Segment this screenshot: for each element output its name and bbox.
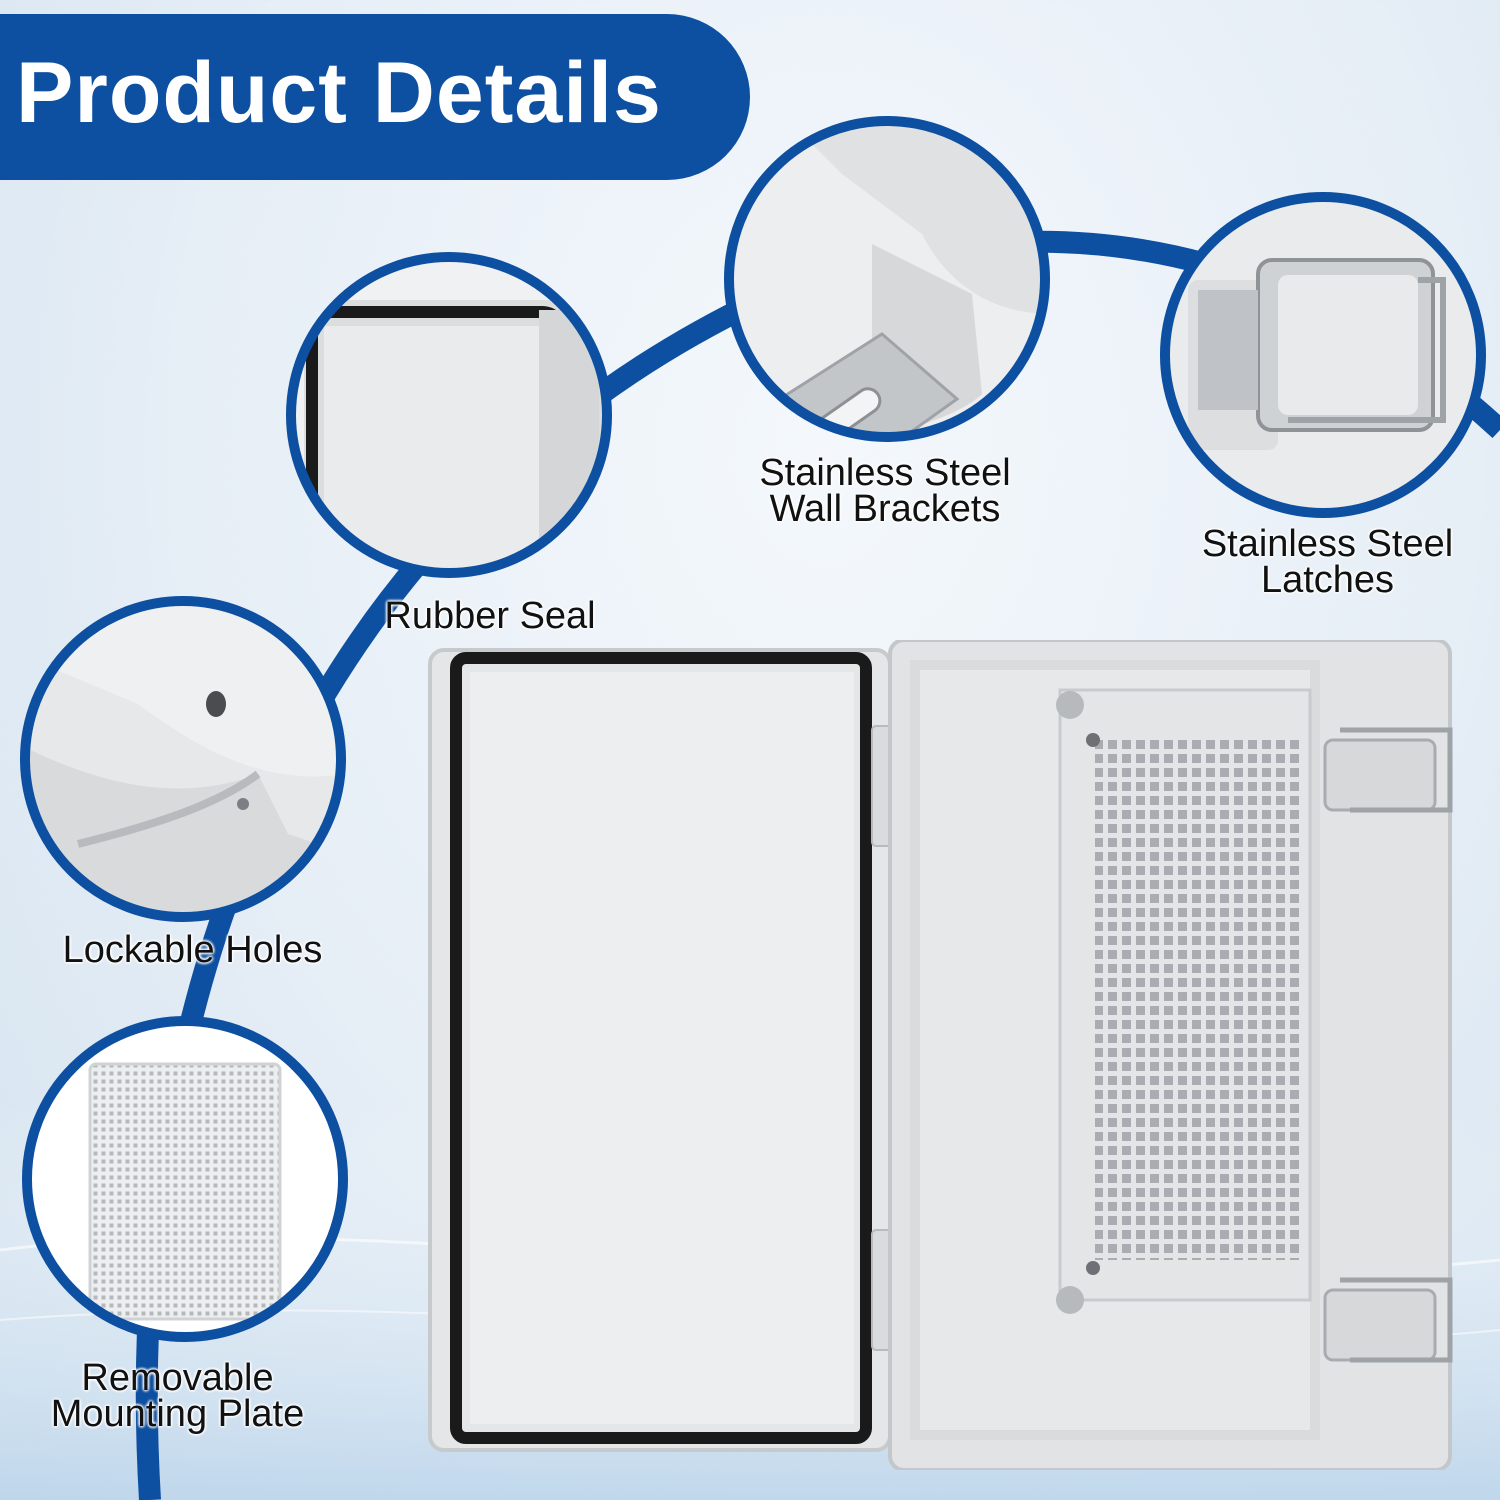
mounting-plate-label-line2: Mounting Plate <box>50 1393 305 1435</box>
lockable-holes-detail-image <box>20 596 346 922</box>
mounting-plate-label: Removable Mounting Plate <box>0 1357 355 1435</box>
latches-detail-image <box>1160 192 1486 518</box>
page-title: Product Details <box>16 45 662 141</box>
enclosure-product-image <box>428 640 1453 1470</box>
latches-label-line1: Stainless Steel <box>1201 523 1454 565</box>
mounting-plate-detail-image <box>22 1016 348 1342</box>
latches-label: Stainless Steel Latches <box>1145 523 1500 601</box>
rubber-seal-label: Rubber Seal <box>384 595 596 637</box>
lockable-holes-label: Lockable Holes <box>62 929 323 971</box>
wall-brackets-label-line1: Stainless Steel <box>759 452 1011 494</box>
mounting-plate-label-line1: Removable <box>81 1357 274 1399</box>
latches-label-line2: Latches <box>1260 559 1395 601</box>
wall-brackets-label-line2: Wall Brackets <box>769 488 1001 530</box>
header-banner <box>0 14 750 180</box>
wall-brackets-label: Stainless Steel Wall Brackets <box>700 452 1070 530</box>
wall-brackets-detail-image <box>724 116 1050 442</box>
rubber-seal-detail-image <box>286 252 612 578</box>
